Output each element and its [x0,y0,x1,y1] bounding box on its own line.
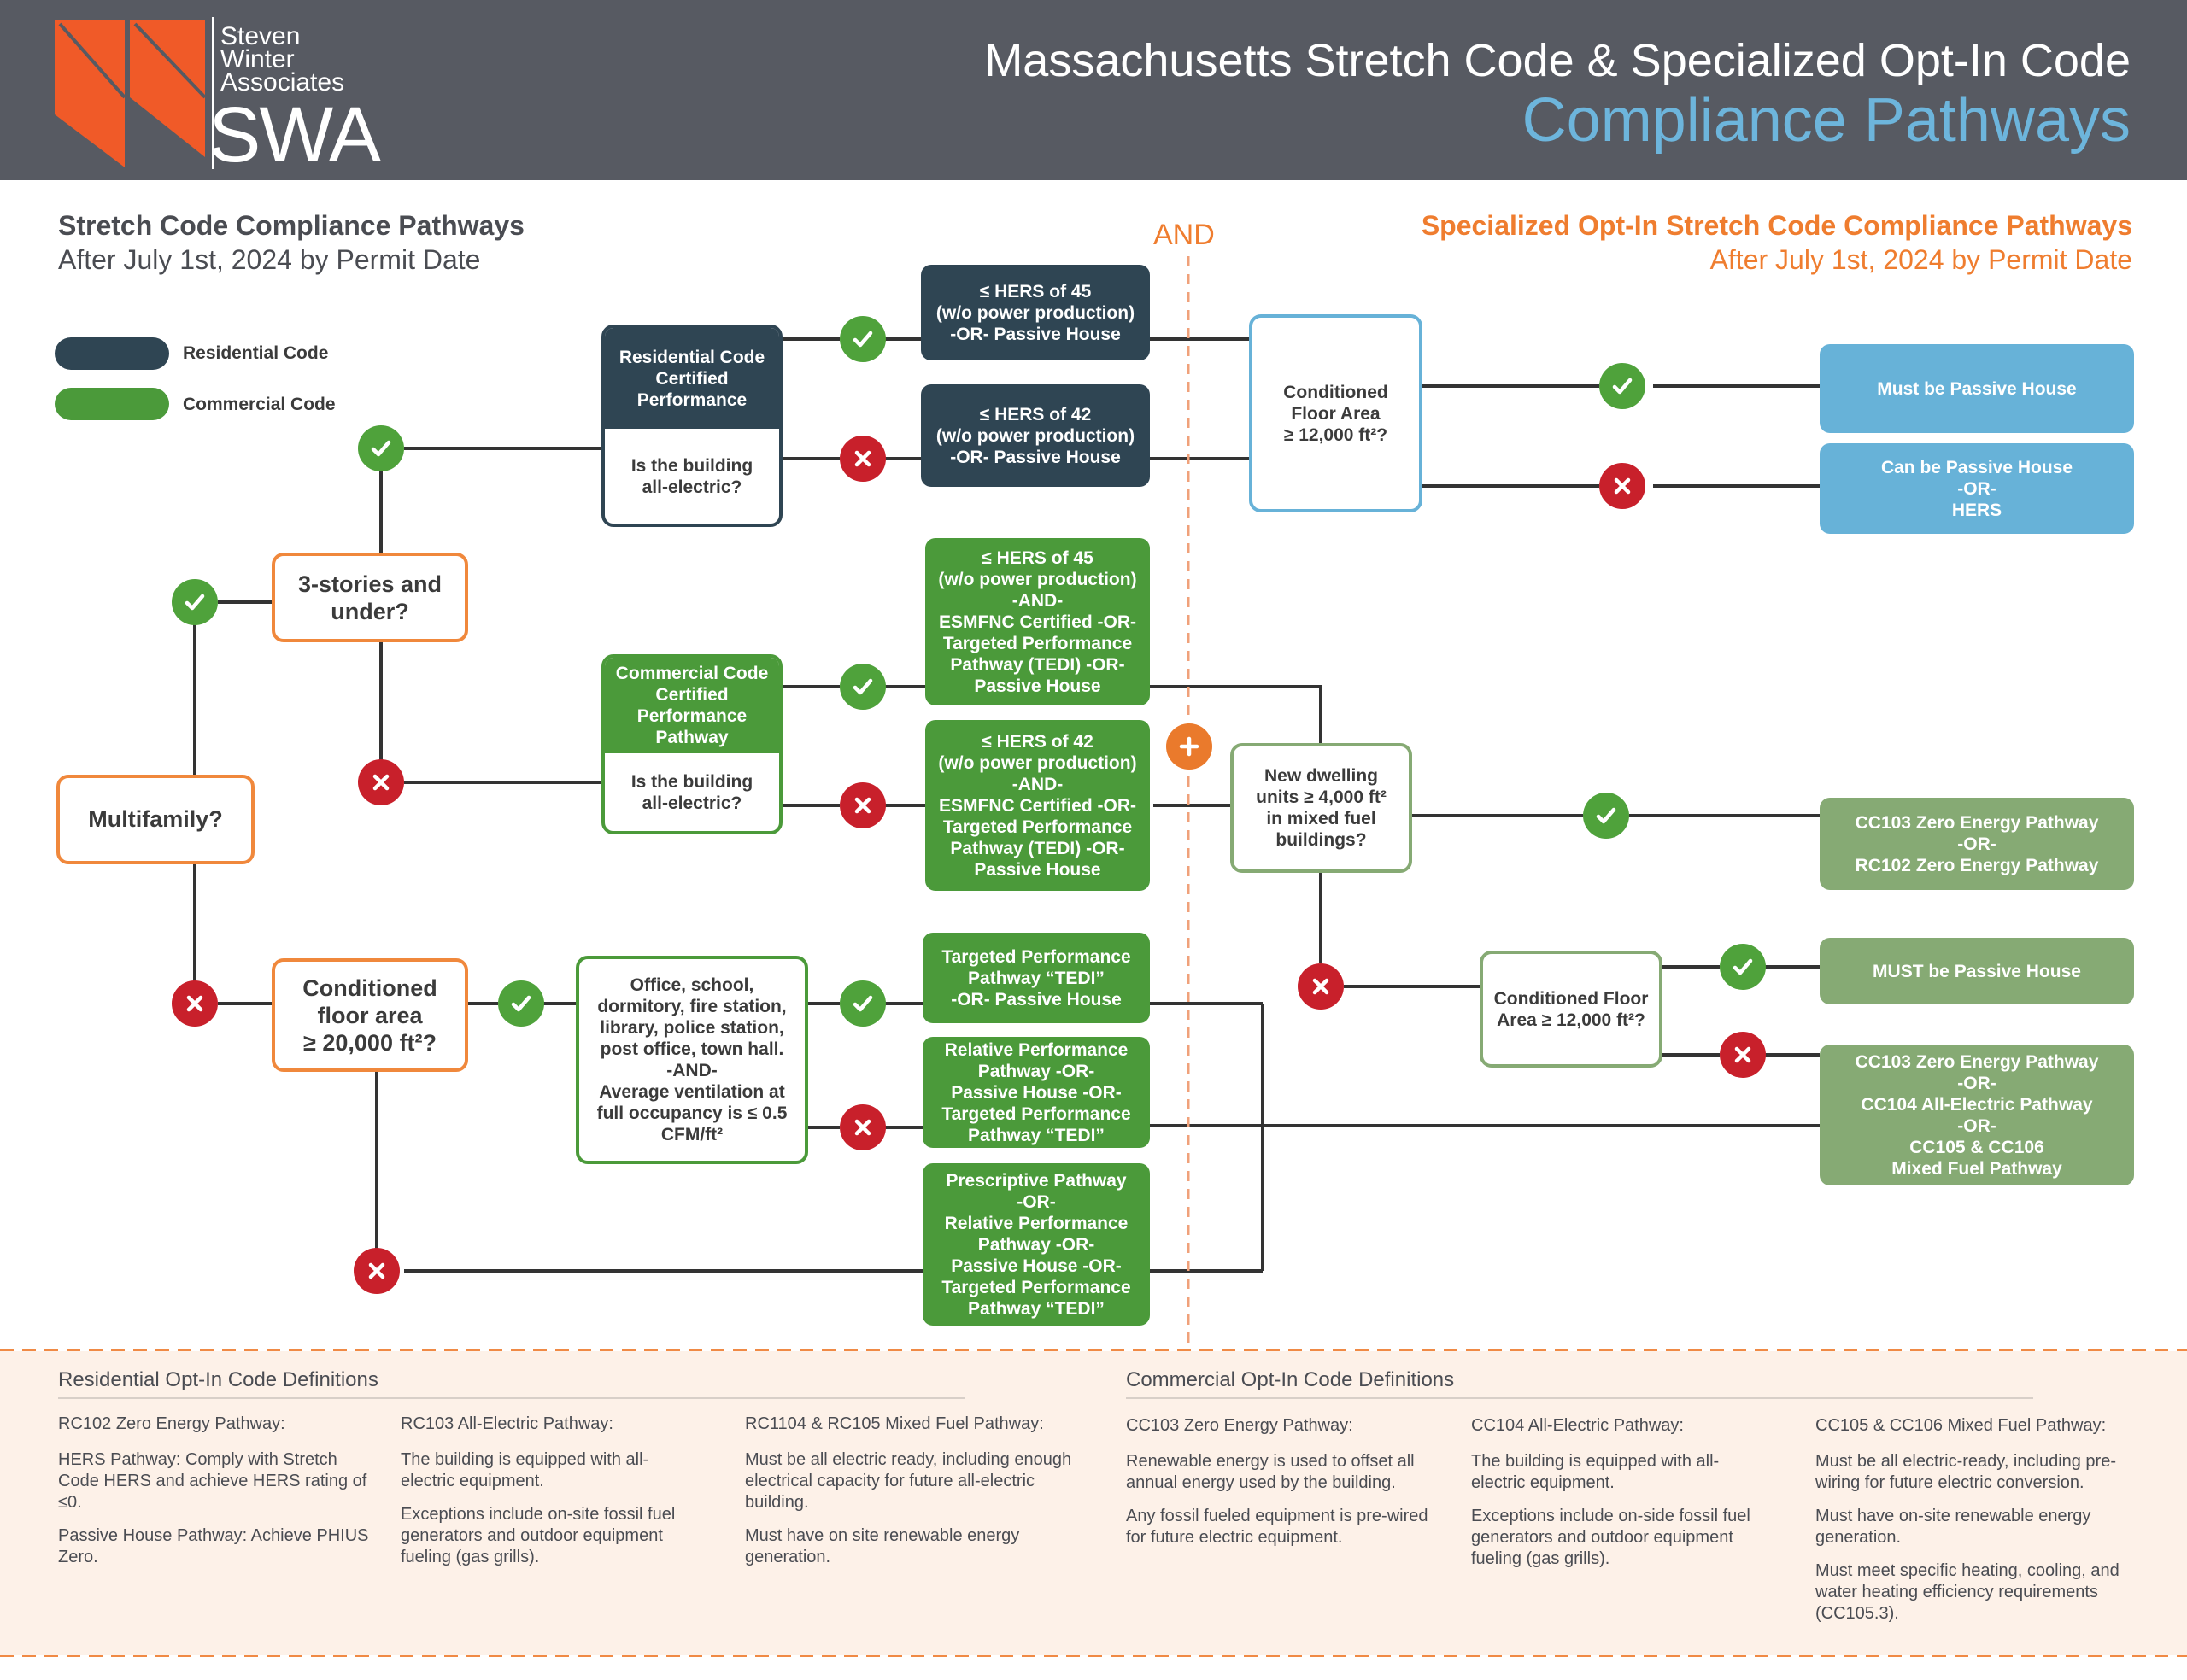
definition-text: Passive House Pathway: Achieve PHIUS Zer… [58,1526,369,1566]
check-icon [1720,944,1766,990]
header-bar [0,0,2187,180]
cross-icon [1298,963,1344,1010]
must-be-passive-house-outcome: Must be Passive House [1820,344,2134,433]
logo-line3: Associates [220,68,345,97]
residential-all-electric-question: Is the building all-electric? [630,455,753,497]
definition-text: Must have on-site renewable energy gener… [1815,1507,2091,1547]
definition-text: HERS Pathway: Comply with Stretch Code H… [58,1450,367,1512]
check-icon [840,316,886,362]
new-dwelling-units-question: New dwelling units ≥ 4,000 ft² in mixed … [1230,743,1412,873]
left-section-subtitle: After July 1st, 2024 by Permit Date [58,244,481,275]
residential-definitions-heading: Residential Opt-In Code Definitions [58,1368,378,1391]
residential-hers42-outcome: ≤ HERS of 42 (w/o power production) -OR-… [921,384,1150,487]
commercial-hers45-outcome: ≤ HERS of 45 (w/o power production) -AND… [925,538,1150,705]
check-icon [1599,363,1645,409]
logo-line1: Steven [220,22,301,50]
definition-title: CC105 & CC106 Mixed Fuel Pathway: [1815,1416,2107,1435]
cross-icon [1720,1032,1766,1078]
commercial-certified-box: Commercial Code Certified Performance Pa… [601,654,783,834]
plus-icon [1166,723,1212,770]
definition-title: RC1104 & RC105 Mixed Fuel Pathway: [745,1414,1044,1433]
commercial-hers42-outcome: ≤ HERS of 42 (w/o power production) -AND… [925,720,1150,891]
right-section-subtitle: After July 1st, 2024 by Permit Date [1709,244,2132,275]
zero-energy-pathways-outcome: CC103 Zero Energy Pathway -OR- RC102 Zer… [1820,798,2134,890]
legend-commercial-swatch [55,388,169,420]
opt-in-floor-area-question: Conditioned Floor Area ≥ 12,000 ft²? [1249,314,1422,512]
definition-text: Must be all electric-ready, including pr… [1815,1452,2117,1492]
cc104-definition: CC104 All-Electric Pathway: The building… [1471,1416,1770,1582]
cross-icon [840,436,886,482]
right-section-title: Specialized Opt-In Stretch Code Complian… [1421,210,2132,241]
must-be-passive-house-caps-outcome: MUST be Passive House [1820,938,2134,1004]
swa-logo-icon [55,20,205,167]
definition-text: The building is equipped with all-electr… [1471,1452,1720,1492]
office-school-question: Office, school, dormitory, fire station,… [576,956,808,1164]
check-icon [498,980,544,1027]
rc103-definition: RC103 All-Electric Pathway: The building… [401,1414,700,1580]
definition-title: RC102 Zero Energy Pathway: [58,1414,285,1433]
tedi-passive-outcome: Targeted Performance Pathway “TEDI” -OR-… [923,933,1150,1023]
floor-area-20000-node: Conditioned floor area ≥ 20,000 ft²? [272,958,468,1072]
rc1104-definition: RC1104 & RC105 Mixed Fuel Pathway: Must … [745,1414,1078,1580]
opt-in-floor-area-question-commercial: Conditioned Floor Area ≥ 12,000 ft²? [1480,951,1662,1068]
check-icon [358,425,404,471]
commercial-all-electric-question: Is the building all-electric? [630,771,753,813]
page-subtitle: Compliance Pathways [1522,86,2131,155]
logo-acronym: SWA [208,91,381,179]
multifamily-node: Multifamily? [56,775,255,864]
logo-divider [212,17,214,169]
cross-icon [1599,463,1645,509]
residential-certified-box: Residential Code Certified Performance I… [601,325,783,527]
definition-text: Exceptions include on-site fossil fuel g… [401,1505,676,1566]
check-icon [840,980,886,1027]
commercial-certified-label: Commercial Code Certified Performance Pa… [605,658,779,753]
left-section-title: Stretch Code Compliance Pathways [58,210,525,241]
logo-line2: Winter [220,45,295,73]
legend-residential-swatch [55,337,169,370]
rc102-definition: RC102 Zero Energy Pathway: HERS Pathway:… [58,1414,374,1580]
definition-text: Must meet specific heating, cooling, and… [1815,1561,2120,1623]
definition-title: CC103 Zero Energy Pathway: [1126,1416,1353,1435]
commercial-heading-rule [1126,1397,2033,1399]
definition-title: CC104 All-Electric Pathway: [1471,1416,1684,1435]
definitions-panel [0,1351,2187,1655]
legend-residential-label: Residential Code [183,343,329,363]
residential-heading-rule [58,1397,965,1399]
definition-text: Must have on site renewable energy gener… [745,1526,1020,1566]
relative-performance-outcome: Relative Performance Pathway -OR- Passiv… [923,1037,1150,1148]
cross-icon [358,759,404,805]
definition-text: Any fossil fueled equipment is pre-wired… [1126,1507,1428,1547]
cross-icon [840,1104,886,1150]
check-icon [840,664,886,710]
residential-certified-label: Residential Code Certified Performance [605,328,779,429]
cross-icon [172,980,218,1027]
cross-icon [840,782,886,828]
definition-text: Must be all electric ready, including en… [745,1450,1072,1512]
definition-title: RC103 All-Electric Pathway: [401,1414,613,1433]
prescriptive-outcome: Prescriptive Pathway -OR- Relative Perfo… [923,1163,1150,1326]
legend-commercial-label: Commercial Code [183,395,336,414]
three-stories-node: 3-stories and under? [272,553,468,642]
page-title: Massachusetts Stretch Code & Specialized… [984,35,2131,86]
cross-icon [354,1248,400,1294]
residential-hers45-outcome: ≤ HERS of 45 (w/o power production) -OR-… [921,265,1150,360]
can-be-passive-or-hers-outcome: Can be Passive House -OR- HERS [1820,443,2134,534]
check-icon [172,579,218,625]
definition-text: Exceptions include on-side fossil fuel g… [1471,1507,1750,1568]
cc103-cc104-cc105-outcome: CC103 Zero Energy Pathway -OR- CC104 All… [1820,1045,2134,1185]
and-divider-label: AND [1153,219,1215,251]
cc103-definition: CC103 Zero Energy Pathway: Renewable ene… [1126,1416,1442,1560]
cc105-definition: CC105 & CC106 Mixed Fuel Pathway: Must b… [1815,1416,2153,1636]
definition-text: The building is equipped with all-electr… [401,1450,649,1490]
commercial-definitions-heading: Commercial Opt-In Code Definitions [1126,1368,1455,1391]
check-icon [1583,793,1629,839]
definition-text: Renewable energy is used to offset all a… [1126,1452,1415,1492]
